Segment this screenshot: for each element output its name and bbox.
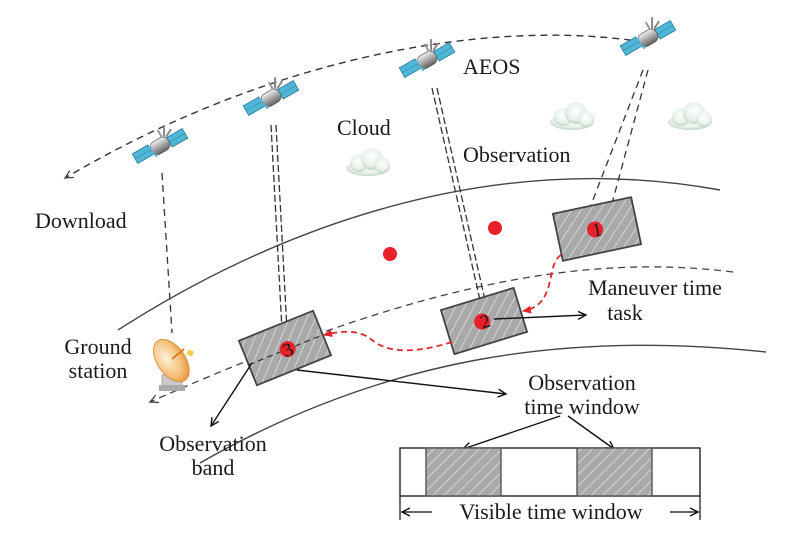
target-dot-icon: [279, 341, 296, 358]
maneuver-time-label: Maneuver time: [588, 275, 722, 300]
earth-curve-top: [117, 177, 721, 331]
sensor-lines-task1: [590, 69, 649, 249]
observation-band-label: Observation: [159, 431, 267, 456]
maneuver-arrow: [493, 315, 586, 319]
observation-time-window-label: time window: [524, 394, 640, 419]
satellite-icon: [393, 31, 457, 82]
ground-station-label: Ground: [64, 334, 131, 359]
task-number: 1: [590, 219, 604, 242]
visible-time-window-label: Visible time window: [459, 499, 642, 524]
observation-band-label: band: [192, 455, 235, 480]
sensor-lines-task3: [270, 124, 288, 331]
satellite-icon: [237, 69, 301, 120]
obs-band-arrow: [211, 362, 253, 426]
target-dot-icon: [474, 313, 491, 330]
target-dot-icon: [383, 247, 397, 261]
satellite-dish-icon: [153, 338, 194, 391]
task-box-3: 3: [237, 309, 333, 387]
download-link-line: [161, 172, 173, 334]
aeos-label: AEOS: [463, 54, 520, 79]
observation-label: Observation: [463, 142, 571, 167]
visible-time-window-bar: [399, 447, 701, 520]
sensor-lines-task2: [431, 87, 486, 301]
satellite-icon: [126, 117, 190, 168]
window-arrow-right: [567, 415, 614, 449]
task-box-1: 1: [551, 196, 643, 262]
satellite-icon: [614, 9, 678, 60]
window-arrow-left: [463, 415, 561, 449]
ground-track-dashed: [150, 266, 734, 402]
observation-window-2: [576, 447, 653, 497]
observation-time-window-label: Observation: [528, 370, 636, 395]
cloud-icon: [346, 148, 390, 176]
target-dot-icon: [587, 221, 604, 238]
download-label: Download: [35, 208, 127, 233]
orbit-path: [65, 34, 644, 178]
task-box-2: 2: [439, 286, 529, 356]
ground-station-label: station: [69, 358, 128, 383]
target-dot-icon: [488, 221, 502, 235]
maneuver-time-label: task: [607, 300, 642, 325]
cloud-icon: [668, 102, 712, 130]
maneuver-path-1-2: [522, 254, 562, 314]
cloud-icon: [550, 102, 594, 130]
maneuver-path-2-3: [323, 329, 453, 352]
obs-window-arrow: [296, 369, 506, 394]
cloud-label: Cloud: [337, 115, 391, 140]
earth-curve-bottom: [199, 344, 767, 464]
observation-window-1: [425, 447, 502, 497]
